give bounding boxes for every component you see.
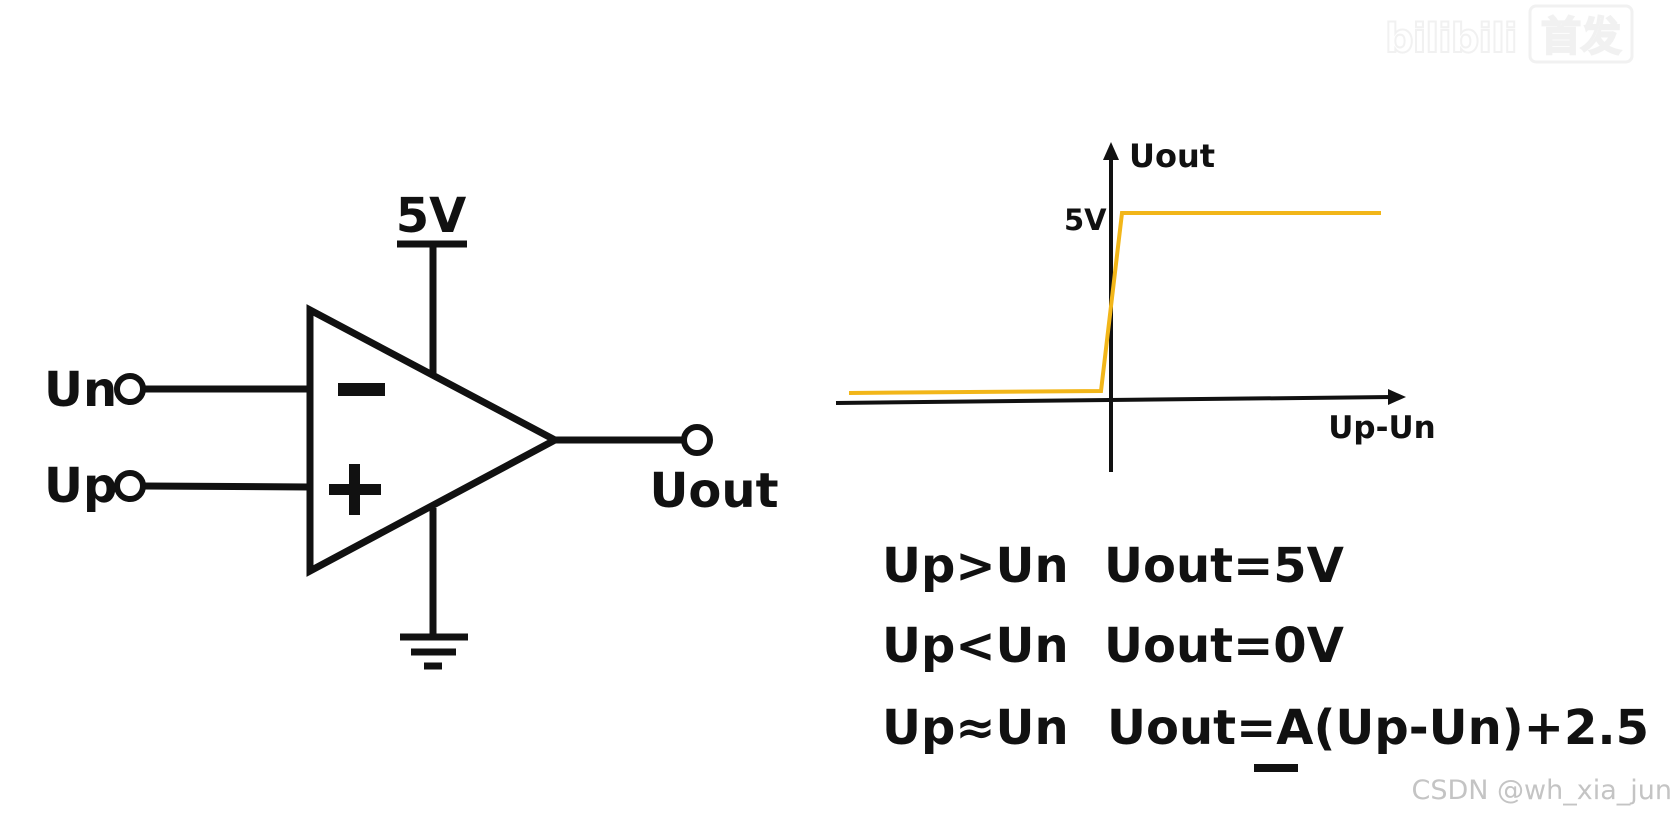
inverting-input-terminal (114, 373, 146, 405)
non-inverting-input-label: Up (44, 458, 117, 514)
supply-label: 5V (396, 188, 467, 244)
rule-1-condition: Up>Un (882, 538, 1069, 594)
rule-1-result: Uout=5V (1104, 538, 1344, 594)
level-label-5v: 5V (1064, 203, 1107, 237)
output-terminal (681, 424, 713, 456)
bilibili-watermark: bilibili 首发 (1384, 4, 1634, 64)
y-axis-label: Uout (1129, 137, 1215, 175)
bilibili-logo: bilibili (1385, 16, 1517, 62)
transfer-curve (848, 211, 1381, 395)
non-inverting-input-terminal (114, 470, 146, 502)
plus-sign-icon (329, 464, 381, 515)
non-inverting-input-wire (143, 482, 311, 491)
gain-underline (1254, 764, 1298, 772)
transfer-graph: Uout Up-Un 5V (835, 137, 1436, 472)
comparator-rules: Up>Un Uout=5V Up<Un Uout=0V Up≈Un Uout=A… (882, 538, 1649, 772)
rule-3-result-suffix: (Up-Un)+2.5 (1313, 700, 1649, 756)
rule-3-result-prefix: Uout= (1107, 700, 1276, 756)
x-axis-arrow-icon (1388, 389, 1406, 405)
inverting-input-label: Un (44, 362, 117, 418)
rule-3-result-gain: A (1276, 700, 1313, 756)
op-amp-schematic (114, 240, 713, 670)
csdn-credit: CSDN @wh_xia_jun (1411, 775, 1672, 806)
rule-2-result: Uout=0V (1104, 618, 1344, 674)
output-label: Uout (649, 463, 778, 519)
op-amp-triangle (306, 304, 563, 577)
plus-sign-text: + (0, 0, 1, 1)
rule-3-result: Uout=A(Up-Un)+2.5 (1107, 700, 1649, 756)
x-axis-label: Up-Un (1328, 410, 1435, 446)
y-axis-arrow-icon (1103, 142, 1119, 160)
rule-2-condition: Up<Un (882, 618, 1069, 674)
watermark-box (1528, 4, 1634, 64)
watermark-text: 首发 (1541, 14, 1621, 60)
x-axis (835, 395, 1393, 405)
minus-sign-icon (338, 383, 385, 396)
rule-3-condition: Up≈Un (882, 700, 1069, 756)
minus-sign-text: − (0, 0, 1, 1)
